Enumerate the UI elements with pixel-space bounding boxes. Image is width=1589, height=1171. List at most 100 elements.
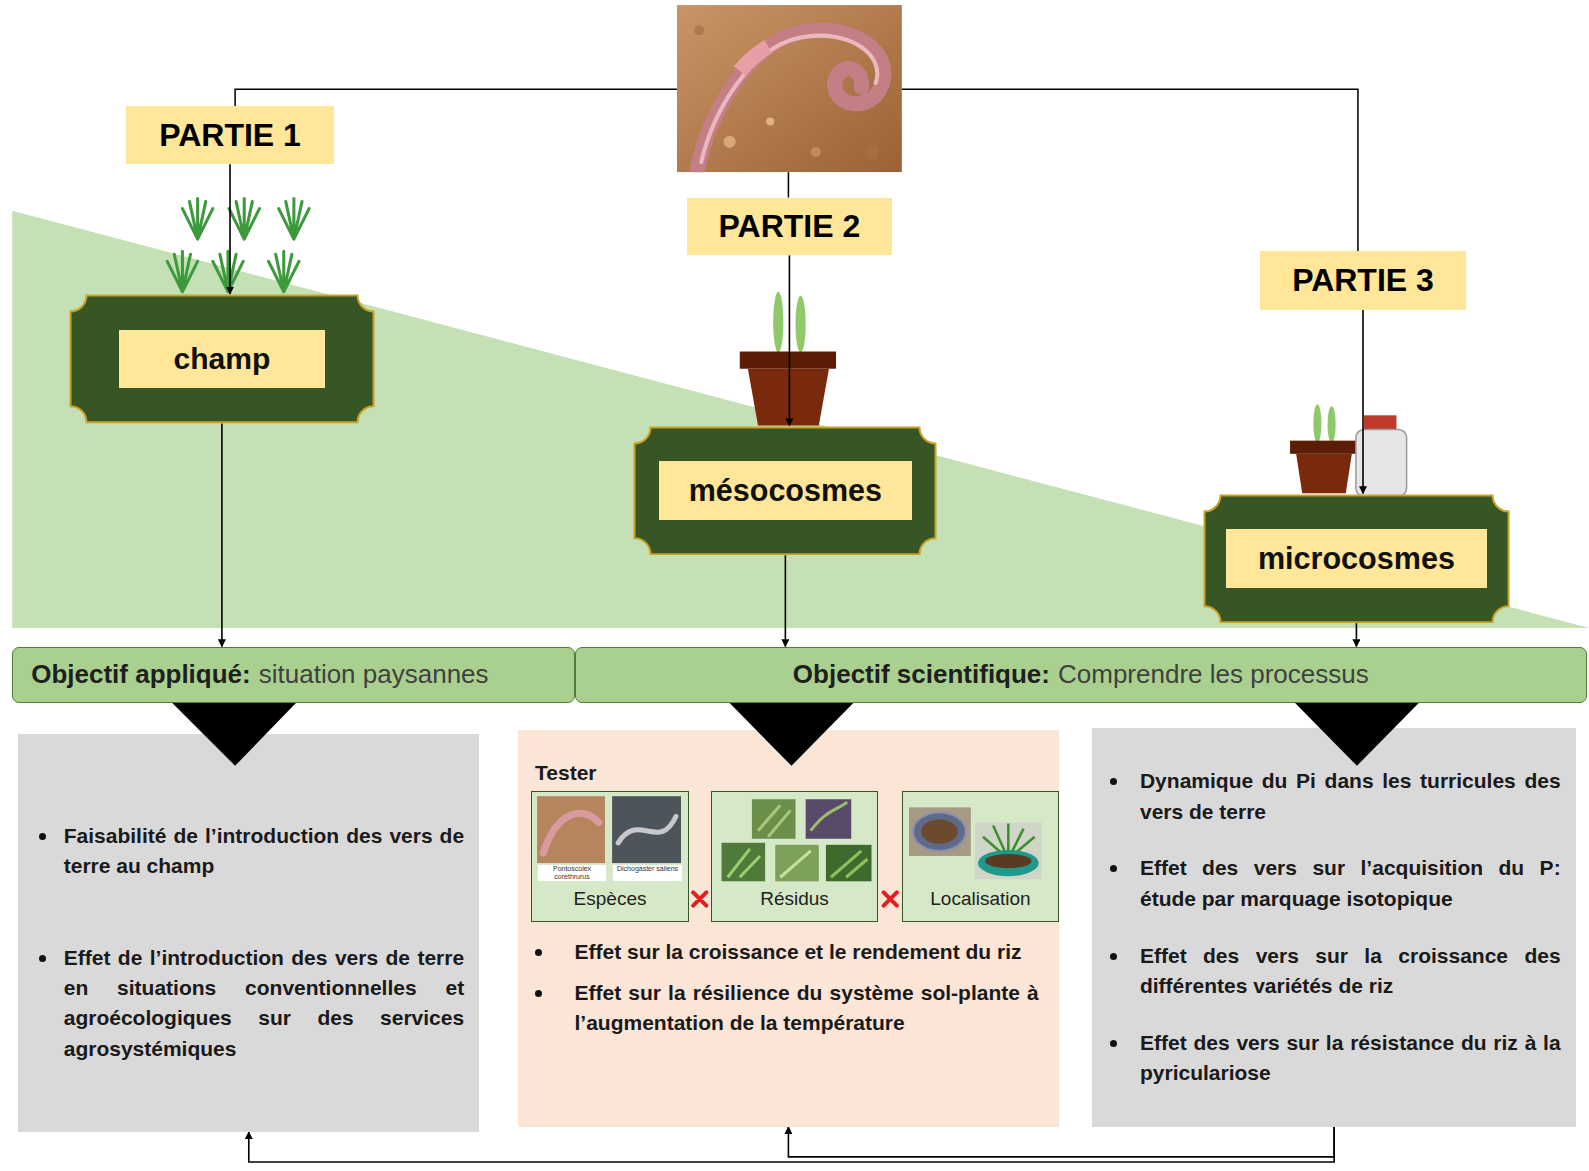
bullet-text: Effet des vers sur la croissance des dif… [1140,941,1561,1002]
node-band: Objectif appliqué:situation paysannes [12,647,574,704]
plaque-shape [635,427,936,554]
node-plaque: mésocosmes [633,426,937,556]
green-slope [12,211,1589,628]
bullet-item: Effet de l’introduction des vers de terr… [39,943,465,1065]
caption-row: Pontoscolex corethrurus Dichogaster salie… [532,865,688,881]
band-heading: Objectif scientifique: [793,659,1050,690]
bullet-text: Effet des vers sur la résistance du riz … [1140,1028,1561,1089]
node-label: PARTIE 3 [1260,251,1467,310]
connector-arrow [1356,623,1358,646]
connector-arrow [788,1127,1334,1157]
leaf [728,849,760,877]
bullet-item: Effet sur la résilience du système sol-p… [535,978,1039,1039]
mesocosm-pot [740,292,836,426]
node-label: PARTIE 2 [687,198,892,256]
photo [806,799,852,839]
soil-grain [887,15,897,25]
soil-grain [811,147,821,157]
part-label: PARTIE 1 [159,117,301,154]
worm [618,816,676,842]
worm [543,813,599,853]
leaf [811,802,847,830]
connector-arrow [229,164,231,294]
plaque-shape [1204,495,1508,622]
location-photos [909,807,1042,879]
connector-arrow [249,1127,1334,1162]
pot [978,850,1039,876]
bullet-text: Effet des vers sur l’acquisition du P: é… [1140,853,1561,914]
rice-plant [983,824,1035,859]
leaf [831,851,867,877]
node-plaque: microcosmes [1203,494,1510,624]
bullet-item: Effet des vers sur la résistance du riz … [1110,1028,1561,1089]
photo [752,799,796,839]
bullet-dot [535,949,542,956]
worm-highlight [701,36,877,162]
part-label: PARTIE 2 [719,208,861,245]
pot-rim [1290,441,1358,454]
leaf [796,296,806,353]
leader-line [235,89,1358,251]
plaque-label: champ [119,330,326,388]
bullet-dot [1110,865,1117,872]
bullet-item: Effet des vers sur la croissance des dif… [1110,941,1561,1002]
bullet-item: Dynamique du Pi dans les turricules des … [1110,766,1561,827]
microcosm-pot-and-jar [1290,404,1407,496]
leaf [1328,406,1336,442]
node-sub: Résidus [711,791,877,922]
soil-grain [694,25,704,35]
soil [985,854,1032,868]
box-heading: Tester [535,758,1039,788]
node-band: Objectif scientifique:Comprendre les pro… [575,647,1587,704]
photo [775,845,819,881]
grass-tuft [213,251,243,292]
bullet-text: Effet sur la croissance et le rendement … [574,937,1038,967]
photo-caption: Pontoscolex corethrurus [538,865,606,881]
part-label: PARTIE 3 [1292,262,1434,299]
bullet-dot [1110,778,1117,785]
pointer-triangle [730,703,854,766]
connector-arrow [789,255,791,425]
residue-photos [722,799,872,881]
connector-arrow [785,555,787,646]
bullet-item: Effet sur la croissance et le rendement … [535,937,1039,967]
photo [975,823,1042,880]
photo [909,807,971,856]
bullet-text: Faisabilité de l’introduction des vers d… [64,821,464,882]
leaf [1313,404,1321,442]
factor-label: Localisation [903,887,1058,911]
node-label: PARTIE 1 [126,106,335,164]
factor-label: Espèces [532,887,688,911]
band-text: situation paysannes [259,659,489,690]
node-sub: Localisation [902,791,1059,922]
species-photos [537,796,681,863]
bullet-item: Faisabilité de l’introduction des vers d… [39,821,465,882]
soil-grain [724,136,736,148]
photo [722,843,766,881]
grass-tuft [229,199,259,240]
bullet-text: Effet de l’introduction des vers de terr… [64,943,464,1065]
node-sub: Pontoscolex corethrurus Dichogaster salie… [531,791,689,922]
plaque-label: mésocosmes [659,461,912,520]
photo-caption: Dichogaster saliens [613,865,682,881]
connector-arrow [221,424,223,647]
leaf [780,851,810,877]
bullet-text: Effet sur la résilience du système sol-p… [574,978,1038,1039]
jar-body [1356,430,1407,497]
pot-body [748,369,829,426]
bullet-item: Effet des vers sur l’acquisition du P: é… [1110,853,1561,914]
soil [677,5,902,172]
pot-top-view [913,812,966,850]
earthworm-photo [677,5,902,172]
bullet-text: Dynamique du Pi dans les turricules des … [1140,766,1561,827]
soil-grain [766,118,774,126]
leaf [773,292,783,353]
jar-cap [1364,415,1396,431]
plaque-label: microcosmes [1226,529,1486,588]
node-plaque: champ [69,294,375,424]
soil [921,819,957,843]
pointer-triangle [172,703,296,766]
plaque-shape [70,295,373,422]
grass-tuft [279,199,309,240]
